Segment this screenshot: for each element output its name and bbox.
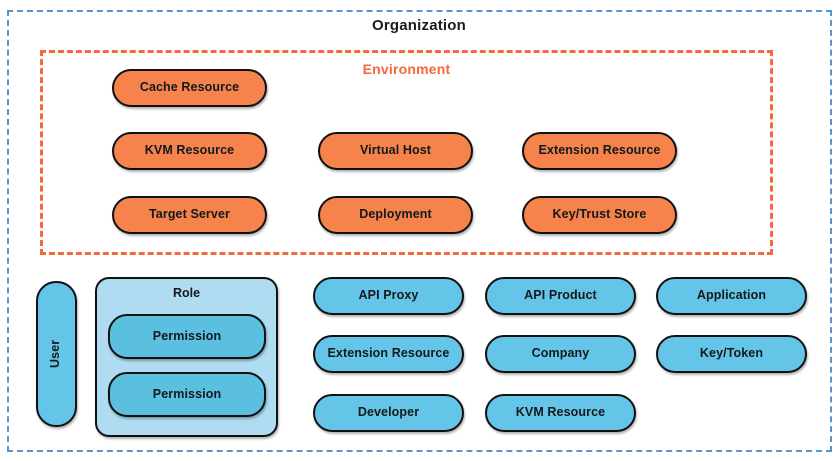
node-api-product-label: API Product [524,288,597,303]
node-kvm-resource[interactable]: KVM Resource [485,394,636,432]
node-key-token-label: Key/Token [699,346,764,361]
node-kvm-resource-label: KVM Resource [144,143,235,158]
node-user-label: User [48,339,63,369]
node-key-trust-store-label: Key/Trust Store [552,207,647,222]
node-virtual-host-label: Virtual Host [359,143,432,158]
node-company-label: Company [531,346,590,361]
node-key-trust-store[interactable]: Key/Trust Store [522,196,677,234]
node-cache-resource-label: Cache Resource [139,80,240,95]
organization-boundary [7,10,832,452]
node-virtual-host[interactable]: Virtual Host [318,132,473,170]
environment-title: Environment [362,61,451,77]
node-api-proxy-label: API Proxy [358,288,419,303]
node-kvm-resource[interactable]: KVM Resource [112,132,267,170]
node-extension-resource-label: Extension Resource [538,143,661,158]
node-application[interactable]: Application [656,277,807,315]
environment-boundary [40,50,773,255]
node-extension-resource[interactable]: Extension Resource [313,335,464,373]
node-deployment-label: Deployment [359,207,432,222]
node-permission-2-label: Permission [152,386,222,401]
node-company[interactable]: Company [485,335,636,373]
node-extension-resource[interactable]: Extension Resource [522,132,677,170]
node-api-proxy[interactable]: API Proxy [313,277,464,315]
node-api-product[interactable]: API Product [485,277,636,315]
node-developer[interactable]: Developer [313,394,464,432]
organization-title: Organization [371,17,467,34]
node-key-token[interactable]: Key/Token [656,335,807,373]
node-target-server-label: Target Server [149,207,230,222]
node-developer-label: Developer [357,405,420,420]
node-permission-2[interactable]: Permission [108,372,266,417]
node-permission-1-label: Permission [152,328,222,343]
node-user[interactable]: User [36,281,77,427]
node-kvm-resource-label: KVM Resource [515,405,606,420]
node-deployment[interactable]: Deployment [318,196,473,234]
node-cache-resource[interactable]: Cache Resource [112,69,267,107]
role-group-title: Role [172,286,201,300]
node-application-label: Application [696,288,767,303]
node-target-server[interactable]: Target Server [112,196,267,234]
node-extension-resource-label: Extension Resource [327,346,450,361]
node-permission-1[interactable]: Permission [108,314,266,359]
